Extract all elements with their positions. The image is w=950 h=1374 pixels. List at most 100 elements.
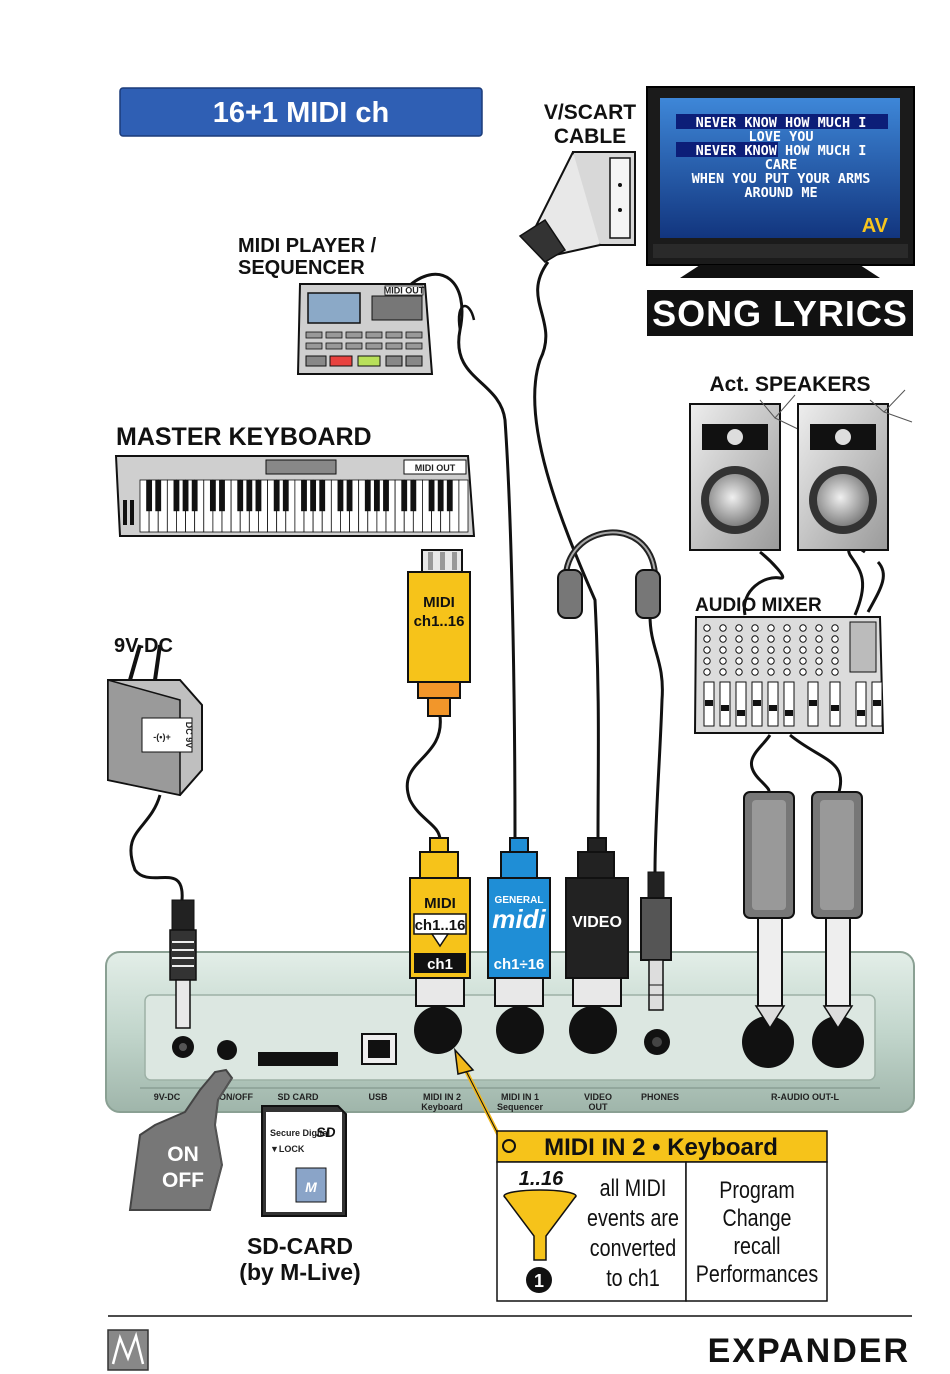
mixer-knob (767, 668, 775, 676)
mixer-knob (719, 624, 727, 632)
black-key (182, 480, 189, 512)
black-key (155, 480, 162, 512)
midi-player-label-2: SEQUENCER (238, 257, 365, 279)
on-off-hand: ON OFF (128, 1068, 234, 1211)
mixer-knob (783, 646, 791, 654)
sd-card-slot[interactable] (258, 1052, 338, 1066)
song-lyrics-text: SONG LYRICS (652, 293, 908, 334)
svg-text:-(•)+: -(•)+ (153, 732, 170, 742)
headphones (557, 529, 661, 619)
mixer-fader-knob (809, 700, 817, 706)
tv-monitor: NEVER KNOW HOW MUCH I LOVE YOU NEVER KNO… (646, 86, 915, 278)
black-key (364, 480, 371, 512)
mixer-fader-knob (769, 705, 777, 711)
sequencer-midi-cable (409, 272, 517, 839)
scart-cable-label-1: V/SCART (544, 101, 636, 124)
scart-plug (518, 151, 636, 263)
mixer-fader-knob (721, 705, 729, 711)
mixer-knob (735, 668, 743, 676)
white-key (458, 479, 469, 533)
usb-port[interactable] (361, 1033, 397, 1065)
mixer-fader-track (783, 681, 795, 727)
black-key (337, 480, 344, 512)
black-key (410, 480, 417, 512)
mixer-fader-knob (737, 710, 745, 716)
panel-label-midi-in-2-sub: Keyboard (421, 1102, 463, 1112)
mixer-knob (735, 624, 743, 632)
convert-line-4: to ch1 (606, 1264, 660, 1291)
m-live-logo (107, 1329, 149, 1371)
mixer-knob (815, 635, 823, 643)
mixer-knob (735, 646, 743, 654)
lyric-line-4: CARE (765, 157, 798, 173)
mixer-fader-track (767, 681, 779, 727)
midi-plug-label-2: ch1..16 (415, 917, 466, 934)
on-label: ON (167, 1143, 199, 1166)
speaker-right (797, 389, 913, 551)
midi-in-1-plug: GENERAL midi ch1÷16 (487, 837, 551, 1007)
mixer-knob (767, 624, 775, 632)
master-keyboard-device: MIDI OUT (114, 455, 476, 537)
mixer-knob (815, 624, 823, 632)
off-label: OFF (162, 1169, 204, 1192)
audio-out-right-plug (743, 791, 795, 1030)
song-lyrics-title: SONG LYRICS (647, 290, 913, 336)
dc-plug (169, 899, 197, 1029)
audio-out-left-socket[interactable] (812, 1016, 864, 1068)
mixer-knob (751, 657, 759, 665)
mixer-knob (703, 646, 711, 654)
cables (129, 261, 885, 901)
recall-line-1: Program (719, 1176, 794, 1203)
lyric-line-6: AROUND ME (744, 185, 817, 201)
mixer-knob (831, 668, 839, 676)
mixer-knob (767, 657, 775, 665)
mixer-meter (849, 621, 877, 673)
sd-logo: SD (316, 1124, 335, 1140)
power-switch[interactable] (217, 1040, 237, 1060)
video-out-socket[interactable] (569, 1006, 617, 1054)
midi-plug-label-3: ch1 (427, 956, 453, 973)
black-key (237, 480, 244, 512)
mixer-knob (719, 657, 727, 665)
gm-plug-channels: ch1÷16 (494, 956, 545, 973)
black-key (401, 480, 408, 512)
midi-in-2-info-box: MIDI IN 2 • Keyboard 1..16 1 all MIDI ev… (496, 1130, 828, 1302)
black-key (373, 480, 380, 512)
scart-video-cable (533, 261, 600, 841)
sd-brand: Secure Digital (270, 1128, 330, 1138)
mixer-knob (799, 646, 807, 654)
black-key (346, 480, 353, 512)
audio-out-left-plug (811, 791, 863, 1030)
keyboard-midi-out-tag: MIDI OUT (415, 463, 456, 473)
dc-jack[interactable] (172, 1036, 194, 1058)
midi-plug-label-1: MIDI (424, 895, 456, 912)
mixer-knob (703, 635, 711, 643)
sd-card-label-2: (by M-Live) (239, 1259, 360, 1285)
black-key (273, 480, 280, 512)
convert-line-3: converted (590, 1234, 676, 1261)
recall-line-4: Performances (696, 1260, 818, 1287)
midi-channels-title: 16+1 MIDI ch (213, 97, 390, 129)
mixer-knob (767, 635, 775, 643)
audio-mixer-device (693, 616, 885, 734)
midi-in-2-plug: MIDI ch1..16 ch1 (409, 837, 471, 1007)
mixer-knob (751, 624, 759, 632)
mixer-knob (783, 668, 791, 676)
phones-jack[interactable] (644, 1029, 670, 1055)
panel-label-on-off: ON/OFF (219, 1092, 253, 1102)
convert-line-2: events are (587, 1204, 679, 1231)
black-key (146, 480, 153, 512)
mixer-knob (783, 624, 791, 632)
panel-label-usb: USB (368, 1092, 388, 1102)
midi-in-2-socket[interactable] (414, 1006, 462, 1054)
mixer-fader-knob (753, 700, 761, 706)
info-box-title: MIDI IN 2 • Keyboard (544, 1134, 778, 1161)
lyric-line-5: WHEN YOU PUT YOUR ARMS (692, 171, 871, 187)
adapter-cable (129, 794, 184, 901)
midi-in-2-arrow (453, 1047, 502, 1139)
audio-out-right-socket[interactable] (742, 1016, 794, 1068)
mixer-knob (831, 657, 839, 665)
lyrics-text: NEVER KNOW HOW MUCH I LOVE YOU NEVER KNO… (692, 115, 871, 201)
mixer-knob (799, 668, 807, 676)
midi-in-1-socket[interactable] (496, 1006, 544, 1054)
